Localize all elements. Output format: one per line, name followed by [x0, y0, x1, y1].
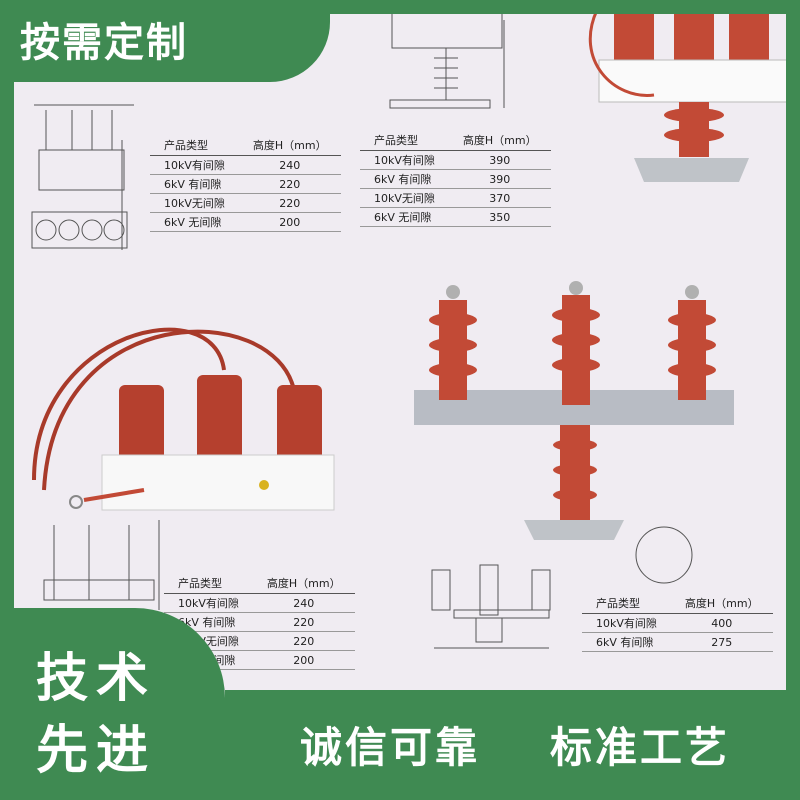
col-height: 高度H（mm） — [252, 573, 355, 594]
slogan-standard: 标准工艺 — [550, 723, 731, 772]
col-type: 产品类型 — [150, 135, 239, 156]
col-type: 产品类型 — [164, 573, 253, 594]
drawing-top-left — [31, 104, 134, 250]
tech-line-2: 先进 — [36, 721, 157, 781]
col-height: 高度H（mm） — [670, 593, 773, 614]
drawing-bottom-left — [43, 520, 160, 610]
drawing-bottom-middle — [431, 526, 693, 649]
arrester-center — [414, 281, 734, 540]
arrester-top-right — [588, 0, 786, 182]
banner-title: 按需定制 — [20, 20, 188, 66]
tech-line-1: 技术 — [36, 649, 157, 709]
slogan-reliable: 诚信可靠 — [300, 723, 481, 772]
slogan-bar: 诚信可靠 标准工艺 — [225, 690, 800, 800]
drawing-top-middle — [389, 9, 505, 109]
col-height: 高度H（mm） — [448, 130, 551, 151]
product-illustrations — [31, 0, 786, 649]
col-type: 产品类型 — [360, 130, 449, 151]
col-type: 产品类型 — [582, 593, 671, 614]
custom-banner: 按需定制 — [0, 0, 330, 82]
tech-banner: 技术 先进 — [0, 608, 225, 800]
arrester-left — [32, 327, 335, 511]
col-height: 高度H（mm） — [238, 135, 341, 156]
